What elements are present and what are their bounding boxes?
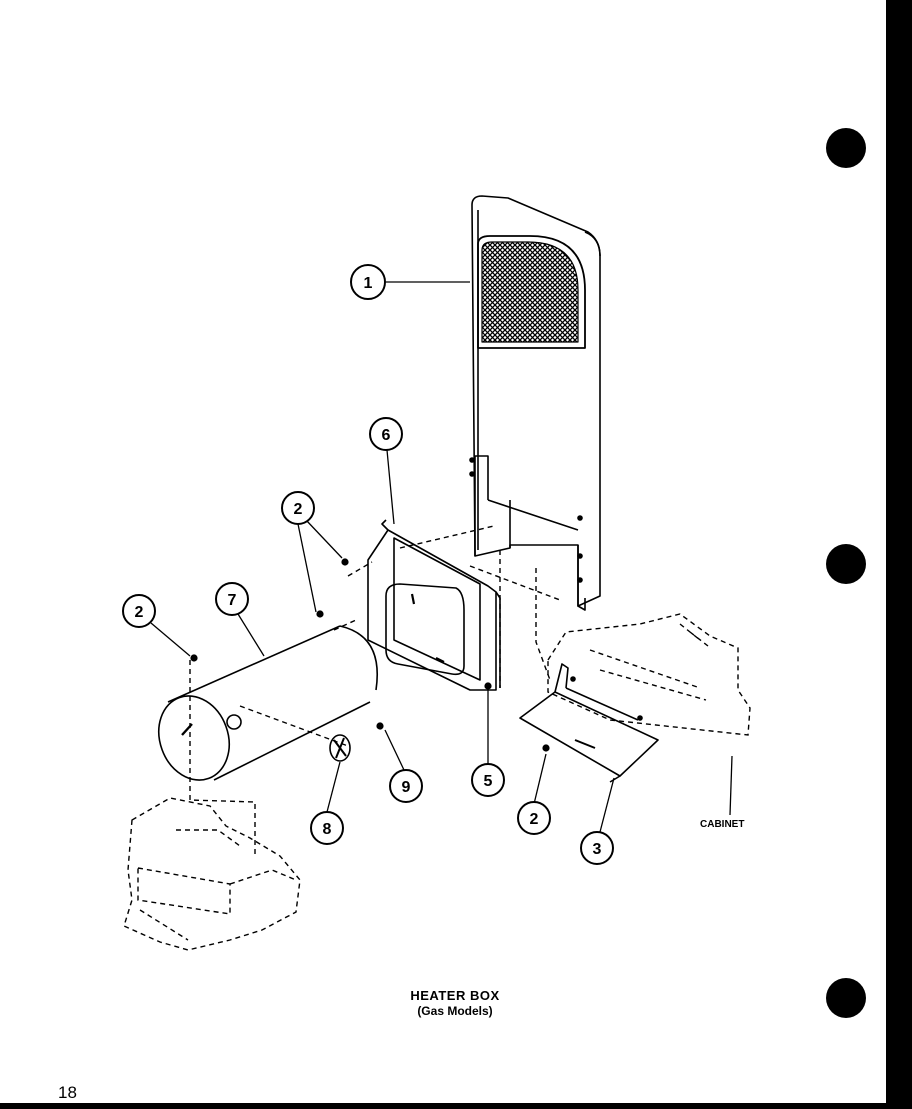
callout-7 [215, 582, 249, 616]
heater-box-plate-part [367, 519, 501, 691]
igniter-part [329, 734, 351, 762]
callout-markers [122, 264, 614, 865]
scan-edge-right [886, 0, 912, 1109]
callout-5 [471, 763, 505, 797]
callout-9 [389, 769, 423, 803]
callout-label-8: 8 [323, 821, 332, 838]
callout-label-2b: 2 [135, 604, 144, 621]
callout-label-2c: 2 [530, 811, 539, 828]
rear-panel-part [469, 195, 601, 611]
screw-hardware [190, 558, 550, 752]
diagram-title: HEATER BOX [410, 988, 500, 1003]
callout-6 [369, 417, 403, 451]
callout-2b [122, 594, 156, 628]
callout-label-9: 9 [402, 779, 411, 796]
callout-2c [517, 801, 551, 835]
callout-label-2a: 2 [294, 501, 303, 518]
binder-hole-middle [826, 544, 866, 584]
bracket-part [519, 663, 659, 783]
binder-hole-top [826, 128, 866, 168]
callout-1 [350, 264, 386, 300]
callout-label-6: 6 [382, 427, 391, 444]
callout-2a [281, 491, 315, 525]
scan-edge-bottom [0, 1103, 912, 1109]
diagram-subtitle: (Gas Models) [417, 1004, 493, 1018]
callout-label-5: 5 [484, 773, 493, 790]
callout-8 [310, 811, 344, 845]
callout-3 [580, 831, 614, 865]
callout-label-3: 3 [593, 841, 602, 858]
callout-label-1: 1 [364, 275, 373, 292]
callout-label-7: 7 [228, 592, 237, 609]
binder-hole-bottom [826, 978, 866, 1018]
burner-tube-part [158, 625, 378, 781]
phantom-outline [123, 525, 751, 951]
page-number: 18 [58, 1083, 77, 1102]
leader-lines [150, 281, 733, 833]
cabinet-label: CABINET [700, 819, 745, 830]
